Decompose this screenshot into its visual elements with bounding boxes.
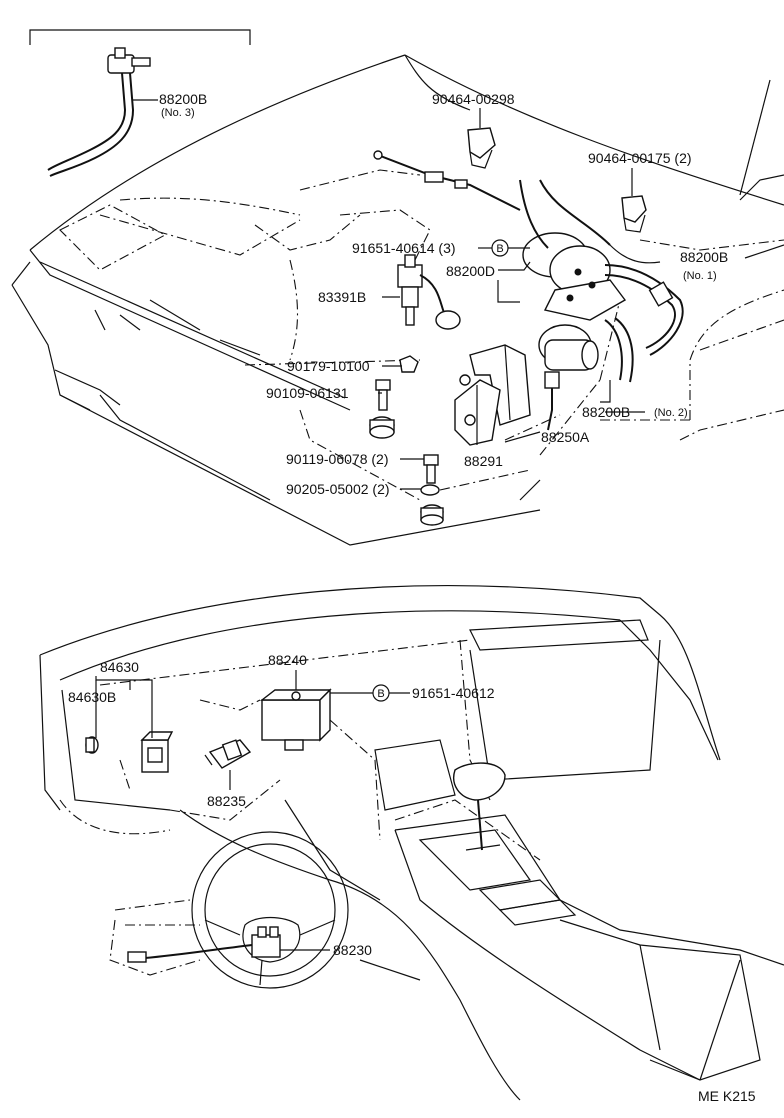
inset-frame bbox=[29, 29, 251, 45]
washer-90205 bbox=[420, 484, 440, 496]
label-88291: 88291 bbox=[464, 453, 503, 469]
label-91651-40612: 91651-40612 bbox=[412, 685, 495, 701]
clip-90464-00298 bbox=[467, 127, 496, 169]
label-88200B-no1: 88200B bbox=[680, 249, 728, 265]
b-badge-upper: B bbox=[491, 239, 509, 257]
label-88200B-no3-sub: (No. 3) bbox=[161, 107, 195, 119]
bolt-90119 bbox=[423, 454, 439, 484]
vacuum-pump-no2 bbox=[538, 317, 634, 431]
clip-84630B bbox=[85, 736, 99, 754]
shift-lever bbox=[453, 762, 506, 851]
part-labels: 88200B (No. 3) 90464-00298 90464-00175 (… bbox=[68, 91, 756, 1104]
vacuum-hose-no3 bbox=[47, 47, 151, 177]
label-88200B-no1-sub: (No. 1) bbox=[683, 270, 717, 282]
label-90205-05002: 90205-05002 (2) bbox=[286, 481, 390, 497]
label-88240: 88240 bbox=[268, 652, 307, 668]
nut-90179 bbox=[399, 355, 419, 373]
engine-bay-outline bbox=[11, 54, 784, 546]
label-84630B: 84630B bbox=[68, 689, 116, 705]
control-cable bbox=[373, 150, 521, 211]
leader-lines bbox=[95, 99, 784, 951]
label-90464-00175: 90464-00175 (2) bbox=[588, 150, 692, 166]
label-90109-06131: 90109-06131 bbox=[266, 385, 349, 401]
grommet-upper bbox=[369, 416, 395, 439]
bracket-88291 bbox=[454, 344, 531, 446]
label-83391B: 83391B bbox=[318, 289, 366, 305]
svg-text:B: B bbox=[496, 243, 503, 255]
clip-90464-00175 bbox=[621, 195, 647, 233]
label-88235: 88235 bbox=[207, 793, 246, 809]
label-88200B-no3: 88200B bbox=[159, 91, 207, 107]
label-88250A: 88250A bbox=[541, 429, 590, 445]
switch-84630 bbox=[140, 731, 174, 773]
label-90119-06078: 90119-06078 (2) bbox=[286, 451, 388, 467]
footer-code: ME K215 bbox=[698, 1088, 756, 1104]
label-88200B-no2: 88200B bbox=[582, 404, 630, 420]
bolt-90109 bbox=[375, 379, 391, 411]
vacuum-hose-no1 bbox=[604, 264, 684, 356]
label-91651-40614: 91651-40614 (3) bbox=[352, 240, 456, 256]
label-90464-00298: 90464-00298 bbox=[432, 91, 515, 107]
label-84630: 84630 bbox=[100, 659, 139, 675]
grommet-lower bbox=[420, 504, 444, 526]
steering-wheel bbox=[109, 831, 349, 989]
actuator-88200D bbox=[519, 179, 661, 321]
svg-text:B: B bbox=[377, 688, 384, 700]
switch-83391B bbox=[397, 254, 461, 330]
label-88230: 88230 bbox=[333, 942, 372, 958]
sensor-88230 bbox=[127, 926, 281, 963]
label-88200D: 88200D bbox=[446, 263, 495, 279]
switch-88235 bbox=[204, 739, 252, 769]
relay-88240 bbox=[259, 688, 332, 751]
b-badge-lower: B bbox=[372, 684, 390, 702]
label-88200B-no2-sub: (No. 2) bbox=[654, 407, 688, 419]
interior-outline bbox=[39, 585, 784, 1101]
label-90179-10100: 90179-10100 bbox=[287, 358, 370, 374]
